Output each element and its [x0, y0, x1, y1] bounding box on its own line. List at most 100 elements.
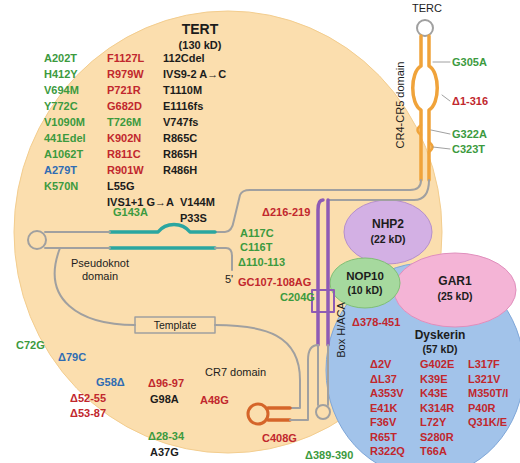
mutation-label: C204G	[280, 291, 315, 304]
mutation-label: Q31K/E	[468, 416, 507, 429]
mutation-label: L321V	[468, 372, 500, 385]
mutation-label: Δ110-113	[238, 256, 285, 269]
domain-label: Pseudoknot domain	[65, 257, 135, 283]
ellipse-fill	[14, 11, 442, 453]
mutation-label: K43E	[420, 387, 448, 400]
mutation-label: M350T/I	[468, 387, 508, 400]
mutation-label: K902N	[107, 132, 141, 145]
mutation-label: T66A	[420, 445, 447, 458]
leader-line	[431, 62, 450, 149]
mutation-label: V747fs	[163, 116, 198, 129]
domain-label: CR4-CR5 domain	[394, 62, 407, 149]
mutation-label: T1110M	[163, 84, 202, 97]
protein-ellipse: GAR1 (25 kD)	[393, 252, 517, 328]
mutation-label: 441Edel	[44, 132, 86, 145]
mutation-label: R979W	[107, 68, 144, 81]
mutation-label: V144M	[180, 196, 215, 209]
protein-mass: (57 kD)	[422, 344, 457, 356]
mutation-label: G58Δ	[96, 376, 125, 389]
protein-name: GAR1	[438, 275, 471, 288]
domain-label: 5'	[225, 273, 233, 286]
mutation-label: S280R	[420, 430, 454, 443]
mutation-label: R865C	[163, 132, 197, 145]
mutation-label: K39E	[420, 372, 448, 385]
mutation-label: P40R	[468, 401, 496, 414]
protein-mass: (25 kD)	[437, 291, 472, 303]
mutation-label: P721R	[107, 84, 141, 97]
protein-mass: (10 kD)	[347, 285, 382, 297]
mutation-label: GC107-108AG	[238, 276, 311, 289]
mutation-label: Δ378-451	[352, 316, 400, 329]
mutation-label: G143A	[113, 206, 148, 219]
mutation-label: L317F	[468, 358, 500, 371]
mutation-label: 112Cdel	[163, 52, 205, 65]
mutation-label: V694M	[44, 84, 79, 97]
ellipse-fill	[326, 263, 520, 463]
protein-ellipse: NHP2 (22 kD)	[343, 199, 433, 265]
mutation-label: C116T	[240, 241, 272, 254]
mutation-label: H412Y	[44, 68, 78, 81]
mutation-label: Δ96-97	[148, 377, 184, 390]
mutation-label: K570N	[44, 180, 78, 193]
mutation-label: E41K	[370, 401, 398, 414]
mutation-label: G305A	[452, 56, 487, 69]
mutation-label: Δ28-34	[148, 430, 184, 443]
mutation-label: G322A	[452, 128, 487, 141]
mutation-label: IVS9-2 A→C	[163, 68, 226, 81]
mutation-label: C408G	[262, 432, 297, 445]
domain-label: Template	[154, 319, 197, 332]
mutation-label: ΔL37	[370, 372, 397, 385]
mutation-label: P33S	[180, 212, 207, 225]
mutation-label: Δ216-219	[262, 206, 310, 219]
mutation-label: R486H	[163, 164, 197, 177]
mutation-label: G98A	[150, 393, 179, 406]
mutation-label: L72Y	[420, 416, 446, 429]
ellipse-fill	[344, 200, 432, 264]
mutation-label: R322Q	[370, 445, 405, 458]
mutation-label: A48G	[200, 394, 229, 407]
ellipse-fill	[394, 253, 516, 327]
mutation-label: Δ53-87	[70, 407, 106, 420]
protein-mass: (22 kD)	[370, 234, 405, 246]
mutation-label: A353V	[370, 387, 404, 400]
mutation-label: Δ2V	[370, 358, 391, 371]
domain-label: TERC	[412, 2, 442, 15]
mutation-label: Δ79C	[58, 351, 86, 364]
mutation-label: R865H	[163, 148, 197, 161]
mutation-label: C323T	[452, 143, 485, 156]
mutation-label: R65T	[370, 430, 397, 443]
mutation-label: R811C	[107, 148, 141, 161]
mutation-label: F36V	[370, 416, 396, 429]
protein-name: TERT	[182, 22, 219, 37]
protein-name: NHP2	[372, 218, 404, 231]
mutation-label: F1127L	[107, 52, 144, 65]
mutation-label: Δ1-316	[452, 95, 488, 108]
mutation-label: T726M	[107, 116, 141, 129]
domain-label: Box H/ACA	[335, 302, 348, 358]
mutation-label: E1116fs	[163, 100, 203, 113]
mutation-label: A117C	[240, 227, 274, 240]
protein-mass: (130 kD)	[179, 39, 222, 51]
mutation-label: Δ52-55	[70, 392, 106, 405]
ellipse-outline	[343, 199, 433, 265]
mutation-label: Δ389-390	[305, 449, 353, 462]
protein-name: Dyskerin	[415, 329, 466, 342]
mutation-label: A202T	[44, 52, 77, 65]
domain-label: CR7 domain	[205, 366, 266, 379]
ellipse-fill	[330, 258, 400, 308]
mutation-label: V1090M	[44, 116, 85, 129]
protein-ellipse: NOP10 (10 kD)	[329, 257, 401, 309]
mutation-label: K314R	[420, 401, 454, 414]
mutation-label: G682D	[107, 100, 142, 113]
bulge	[429, 142, 433, 152]
protein-name: NOP10	[346, 270, 384, 283]
ellipse-outline	[329, 257, 401, 309]
mutation-label: A279T	[44, 164, 77, 177]
mutation-label: G402E	[420, 358, 454, 371]
mutation-label: R901W	[107, 164, 144, 177]
mutation-label: L55G	[107, 180, 135, 193]
terminal-loop	[417, 20, 433, 36]
ellipse-outline	[393, 252, 517, 328]
mutation-label: A1062T	[44, 148, 83, 161]
